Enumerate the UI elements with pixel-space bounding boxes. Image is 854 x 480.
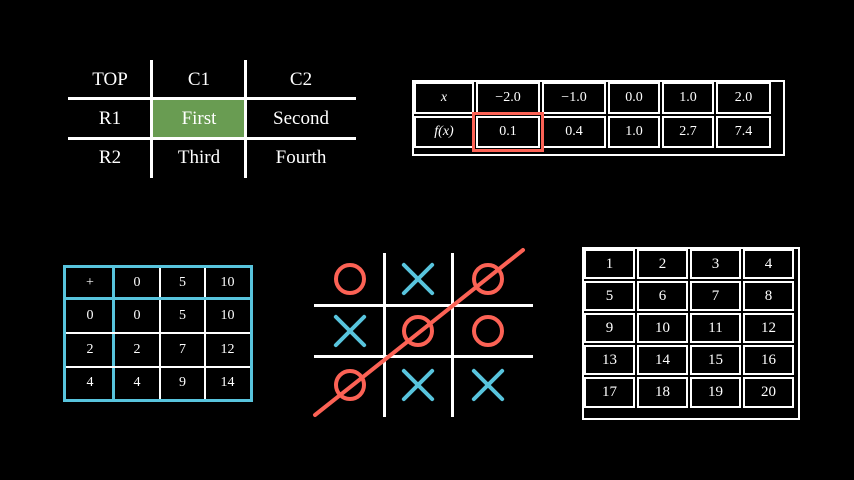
ttt-cell: [384, 305, 452, 356]
highlighted-cell-first: First: [181, 107, 217, 129]
ttt-cell: [384, 356, 452, 413]
table-cell: 13: [584, 345, 635, 375]
table-cell: 12: [220, 342, 235, 357]
x-mark-icon: [401, 368, 435, 402]
ttt-cell: [452, 253, 523, 305]
table-cell: Third: [177, 147, 221, 168]
table-cell: 0.4: [542, 116, 606, 148]
table-cell: 2: [133, 342, 141, 357]
function-table: x −2.0 −1.0 0.0 1.0 2.0 f(x) 0.1 0.4 1.0…: [412, 80, 785, 156]
table-cell: 1.0: [608, 116, 660, 148]
table-cell: C2: [289, 68, 313, 90]
table-cell: f(x): [414, 116, 474, 148]
ttt-cell: [452, 356, 523, 413]
table-cell: 4: [743, 249, 794, 279]
table-cell: 9: [584, 313, 635, 343]
o-mark-icon: [471, 314, 504, 347]
table-cell: x: [414, 82, 474, 114]
table-cell: 17: [584, 377, 635, 408]
table-cell: −2.0: [476, 82, 540, 114]
table-cell: 10: [220, 275, 235, 290]
table-cell: R1: [98, 107, 122, 129]
tic-tac-toe-board: [310, 245, 535, 423]
table-cell: 2.0: [716, 82, 771, 114]
highlighted-cell-red-box: 0.1: [472, 112, 544, 152]
table-cell: Second: [273, 107, 329, 129]
table-cell: 11: [690, 313, 741, 343]
o-mark-icon: [334, 368, 366, 401]
table-cell: 7: [179, 342, 186, 357]
x-mark-icon: [401, 262, 435, 296]
x-mark-icon: [471, 368, 505, 402]
table-cell: 18: [637, 377, 688, 408]
table-cell: 10: [220, 307, 235, 323]
table-cell: 3: [690, 249, 741, 279]
grid-line: [244, 60, 247, 178]
table-cell: 5: [179, 307, 186, 323]
grid-line: [66, 366, 250, 368]
grid-line: [68, 137, 356, 140]
ttt-cell: [316, 305, 384, 356]
table-cell: 9: [179, 375, 186, 390]
table-cell: 1.0: [662, 82, 714, 114]
table-cell: Fourth: [275, 147, 327, 168]
table-cell: 1: [584, 249, 635, 279]
table-cell: 8: [743, 281, 794, 311]
table-cell: 6: [637, 281, 688, 311]
ttt-cell: [316, 253, 384, 305]
grid-line: [66, 332, 250, 334]
table-cell: −1.0: [542, 82, 606, 114]
x-mark-icon: [333, 314, 367, 348]
o-mark-icon: [471, 263, 504, 295]
table-cell: R2: [98, 147, 122, 168]
table-cell: 2.7: [662, 116, 714, 148]
table-cell: 14: [220, 375, 235, 390]
grid-line: [150, 60, 153, 178]
table-cell: 2: [637, 249, 688, 279]
table-cell: 4: [133, 375, 141, 390]
table-cell: 10: [637, 313, 688, 343]
grid-line: [68, 97, 356, 100]
table-cell: 20: [743, 377, 794, 408]
table-cell: 14: [637, 345, 688, 375]
ttt-cell: [384, 253, 452, 305]
table-cell: 0: [133, 275, 141, 290]
addition-table: + 0 5 10 0 0 5 10 2 2 7 12 4 4 9 14: [63, 265, 253, 402]
table-cell: 2: [86, 342, 94, 357]
table-cell: 7: [690, 281, 741, 311]
table-cell: 7.4: [716, 116, 771, 148]
grid-line: [66, 297, 250, 300]
table-cell: 0: [133, 307, 141, 323]
table-cell: TOP: [92, 68, 128, 90]
ttt-cell: [316, 356, 384, 413]
table-cell: 5: [584, 281, 635, 311]
table-cell: 0.0: [608, 82, 660, 114]
table-cell: 16: [743, 345, 794, 375]
table-cell: 12: [743, 313, 794, 343]
table-cell: 4: [86, 375, 94, 390]
o-mark-icon: [334, 263, 366, 295]
label-table: TOP C1 C2 R1 First Second R2 Third Fourt…: [68, 60, 356, 178]
table-cell: 15: [690, 345, 741, 375]
o-mark-icon: [402, 314, 434, 347]
table-cell: 0: [86, 307, 94, 323]
table-cell: C1: [187, 68, 211, 90]
integer-table: 1 2 3 4 5 6 7 8 9 10 11 12 13 14 15 16 1…: [582, 247, 800, 420]
table-cell: 5: [179, 275, 186, 290]
table-cell: 19: [690, 377, 741, 408]
ttt-cell: [452, 305, 523, 356]
green-highlight-rect: [152, 99, 246, 138]
table-cell: +: [86, 275, 94, 290]
